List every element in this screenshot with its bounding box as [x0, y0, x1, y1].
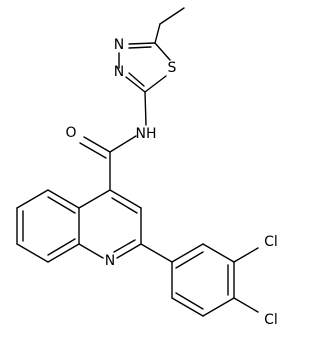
- bond-ph3-cl: [233, 247, 259, 263]
- bond-ph5-ph6-double: [175, 292, 204, 310]
- atom-label-oxygen: O: [65, 125, 76, 141]
- bond-c8q-c8a-double: [47, 238, 76, 256]
- bond-ph2-ph3: [202, 243, 235, 263]
- bond-c2-s1: [144, 75, 167, 93]
- atom-label-chlorine-upper: Cl: [264, 234, 278, 250]
- bond-c2q-phenyl: [140, 243, 173, 263]
- bond-c4a-c5q-double: [47, 196, 76, 214]
- bonds: [16, 7, 259, 317]
- bond-n1-c8a: [78, 243, 104, 259]
- bond-c2q-n1-double: [113, 239, 136, 253]
- bond-c5-n4-double: [128, 46, 152, 49]
- bond-c4-c3-double: [111, 197, 138, 214]
- bond-c2-nh: [144, 91, 147, 126]
- bond-c4a-c4: [78, 189, 111, 209]
- bond-n3-c2-double: [128, 72, 145, 87]
- atom-label-amide-nh: NH: [136, 126, 157, 142]
- bond-c8q-c8a: [47, 243, 80, 263]
- bond-n3-c2: [125, 76, 146, 93]
- bond-c5q-c6q: [16, 189, 49, 209]
- bond-c2q-n1: [116, 243, 142, 259]
- atom-label-n-thiadiazole-2: N: [114, 64, 124, 80]
- bond-ph5-ph6: [171, 297, 204, 317]
- bond-ph4-ph5: [202, 297, 235, 317]
- bond-c4a-c5q: [47, 189, 80, 209]
- bond-c4-c3: [109, 189, 142, 209]
- bond-ph1-ph2-double: [175, 251, 204, 269]
- bond-ph1-ph2: [171, 243, 204, 263]
- atom-label-n-thiadiazole-1: N: [114, 37, 124, 53]
- bond-carbonyl-o-double: [79, 142, 107, 159]
- atom-label-chlorine-lower: Cl: [264, 312, 278, 328]
- atom-label-sulfur: S: [168, 60, 177, 76]
- molecule-structure: N N S O NH N Cl Cl: [16, 7, 278, 328]
- bond-ph4-cl: [233, 297, 259, 313]
- atom-labels: N N S O NH N Cl Cl: [65, 37, 277, 328]
- bond-c7q-c8q: [16, 243, 49, 263]
- bond-carbonyl-o: [83, 136, 111, 153]
- bond-s1-c5: [154, 42, 171, 61]
- bond-nh-carbonyl: [109, 135, 137, 153]
- bond-ethyl-ch3-ch2: [159, 7, 185, 25]
- bond-ethyl-ch2-c5: [154, 23, 161, 44]
- bond-c5-n4: [128, 42, 156, 45]
- atom-label-quinoline-n: N: [105, 253, 115, 269]
